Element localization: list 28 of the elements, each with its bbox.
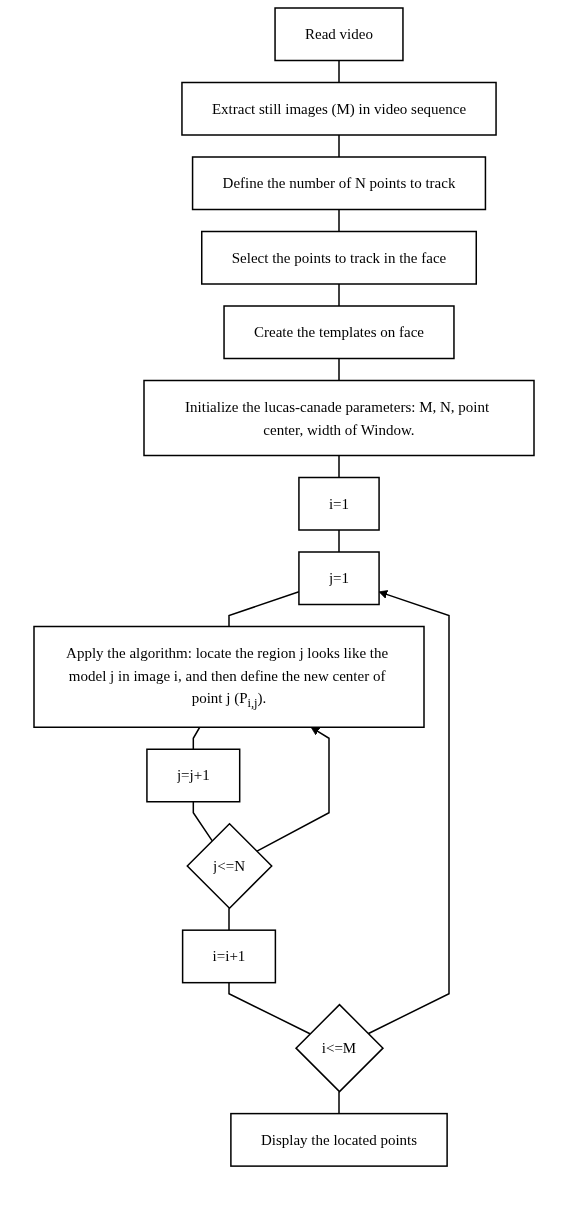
connector bbox=[338, 454, 340, 479]
connector bbox=[192, 726, 201, 750]
connector bbox=[338, 134, 340, 158]
node-diamond: i<=M bbox=[294, 1003, 385, 1093]
connector bbox=[228, 907, 230, 931]
node-box: Apply the algorithm: locate the region j looks like the model j in image i, and then define the new center of point j (P$_{i,j}$). bbox=[33, 625, 425, 728]
connector bbox=[192, 801, 213, 842]
connector bbox=[338, 357, 340, 382]
node-box: Select the points to track in the face bbox=[201, 230, 477, 285]
node-box: j=1 bbox=[298, 551, 380, 606]
node-box: i=i+1 bbox=[181, 929, 277, 984]
node-box: Extract still images (M) in video sequence bbox=[181, 81, 497, 136]
connector bbox=[338, 283, 340, 307]
connector bbox=[228, 981, 311, 1035]
connector bbox=[338, 1090, 340, 1115]
connector bbox=[338, 529, 340, 553]
node-box: Initialize the lucas-canade parameters: M, N, point center, width of Window. bbox=[143, 379, 535, 457]
connector bbox=[338, 59, 340, 84]
arrow bbox=[367, 590, 450, 1035]
connector bbox=[338, 208, 340, 233]
node-box: Define the number of N points to track bbox=[191, 156, 487, 211]
arrow bbox=[255, 726, 330, 853]
node-box: Read video bbox=[274, 7, 404, 62]
node-box: i=1 bbox=[298, 476, 380, 531]
node-box: Display the located points bbox=[230, 1112, 448, 1167]
node-box: j=j+1 bbox=[146, 748, 241, 803]
node-diamond: j<=N bbox=[186, 822, 273, 910]
node-box: Create the templates on face bbox=[223, 305, 455, 360]
